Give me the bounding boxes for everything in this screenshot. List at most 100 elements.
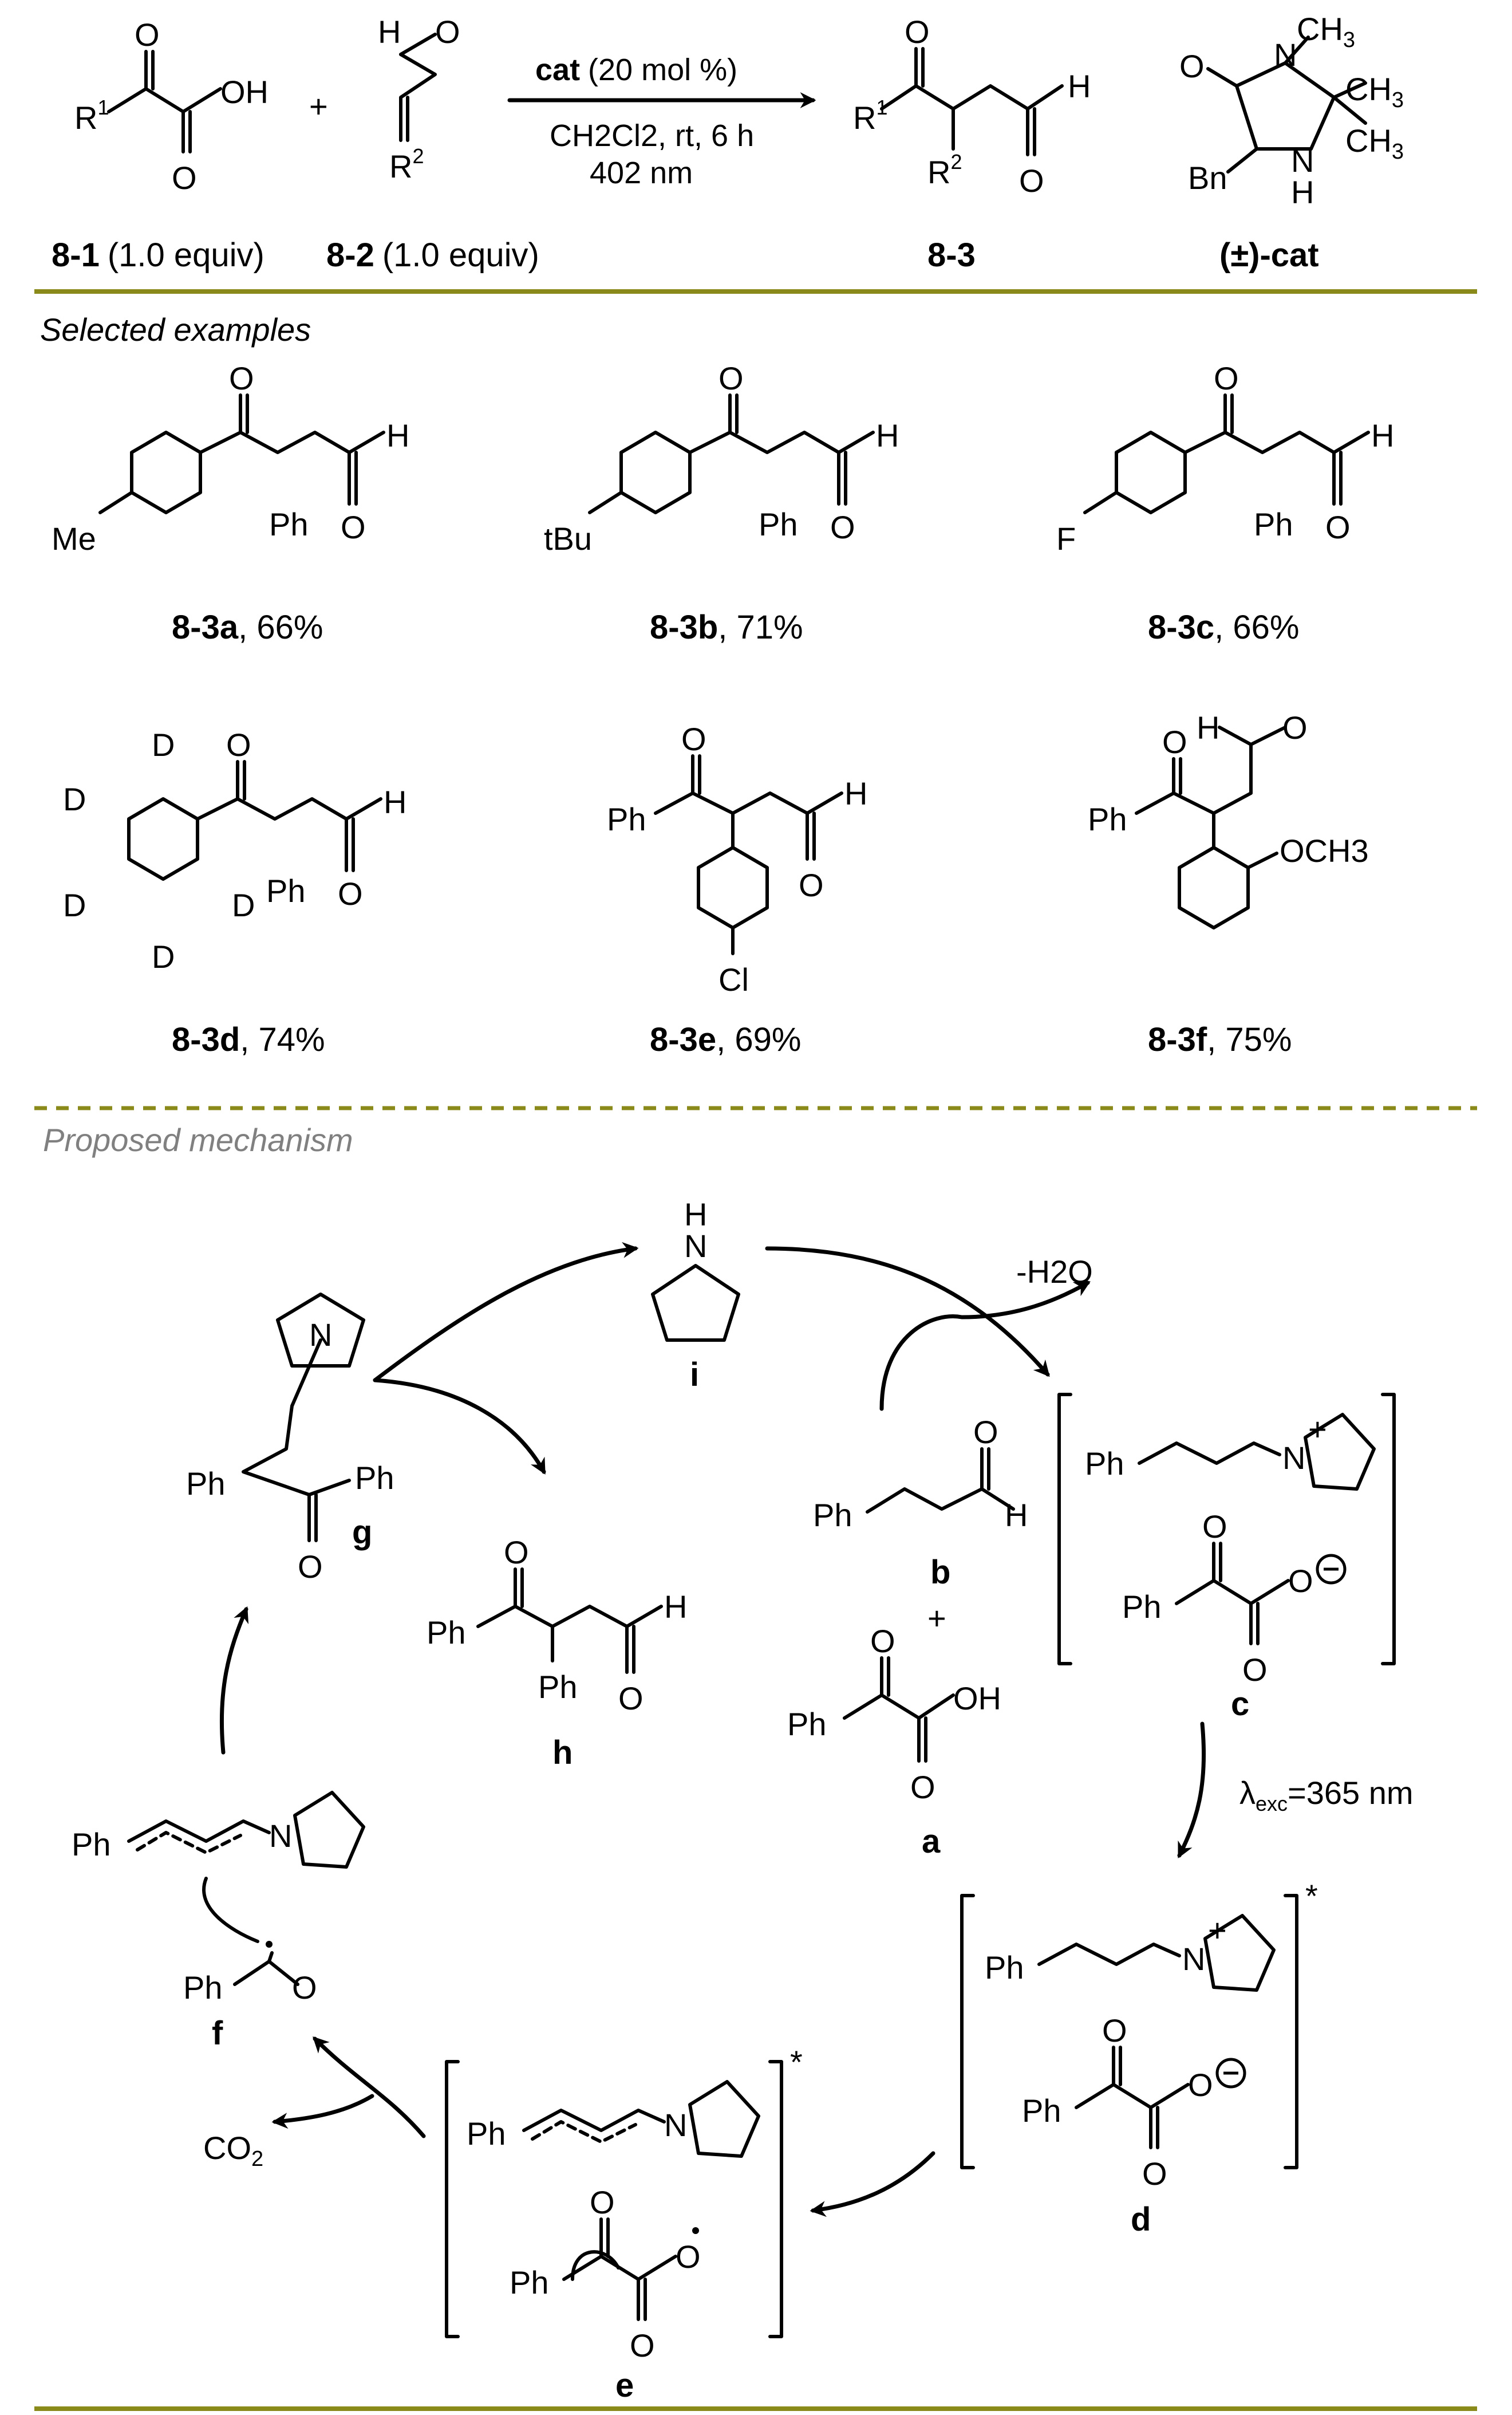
oxygen-atom: O	[973, 1414, 998, 1450]
phenyl-group: Ph	[538, 1669, 578, 1705]
catalyst-structure: O N CH3 CH3 CH3 N H Bn	[1179, 11, 1404, 210]
reagent-8-2-structure: H O R2	[378, 14, 460, 184]
aldehyde-h: H	[384, 784, 406, 820]
nitrogen-atom: N	[684, 1228, 707, 1264]
oh-group: OH	[953, 1680, 1001, 1716]
plus-sign: +	[309, 88, 328, 124]
oxygen-atom: O	[799, 867, 824, 903]
oxygen-atom: O	[338, 876, 363, 912]
enamine-g-structure: N Ph Ph O	[186, 1293, 394, 1585]
bottom-divider	[34, 2406, 1477, 2411]
nitrogen-atom: N	[1274, 37, 1297, 73]
phenyl-group: Ph	[427, 1614, 466, 1650]
nitrogen-cation: N	[1282, 1440, 1305, 1476]
example-8-3c-structure: O H O Ph F	[1056, 360, 1394, 557]
example-8-3f-structure: O H O Ph OCH3	[1088, 710, 1369, 929]
example-8-3b-structure: O H O Ph tBu	[544, 360, 899, 557]
radical-dot	[692, 2227, 699, 2234]
cycle-arrow	[313, 2036, 426, 2138]
deuterium-atom: D	[63, 887, 86, 923]
oxygen-atom: O	[341, 509, 366, 545]
electron-push-arrow	[571, 2250, 620, 2281]
oxygen-atom: O	[1019, 163, 1044, 199]
cinnamaldehyde-b-structure: Ph O H	[813, 1414, 1028, 1533]
section-divider	[34, 289, 1477, 294]
example-8-3a-label: 8-3a, 66%	[172, 609, 323, 646]
oxygen-atom: O	[435, 14, 460, 50]
aldehyde-h: H	[844, 775, 867, 811]
product-h-structure: O H O Ph Ph	[427, 1534, 687, 1716]
radical-coupling-arrow	[202, 1877, 259, 1943]
phenyl-group: Ph	[269, 506, 309, 542]
oxygen-atom: O	[1325, 509, 1351, 545]
methyl-group: CH3	[1345, 123, 1404, 164]
phenyl-group: Ph	[186, 1465, 226, 1502]
phenylglyoxylic-acid-a-structure: Ph O OH O	[787, 1623, 1001, 1805]
mechanism-heading: Proposed mechanism	[43, 1122, 353, 1158]
label-b: b	[930, 1554, 950, 1591]
aldehyde-h: H	[1005, 1497, 1028, 1533]
cycle-arrow	[765, 1246, 1050, 1377]
examples-heading: Selected examples	[40, 312, 311, 348]
phenyl-group: Ph	[787, 1706, 827, 1742]
phenyl-group: Ph	[1122, 1589, 1162, 1625]
phenyl-group: Ph	[510, 2264, 549, 2300]
cycle-arrow	[810, 2151, 935, 2217]
substituent-cl: Cl	[719, 962, 749, 998]
label-a: a	[922, 1823, 941, 1860]
catalyst-label: (±)-cat	[1219, 237, 1319, 274]
benzyl-group: Bn	[1188, 160, 1227, 196]
oxygen-atom: O	[292, 1969, 317, 2006]
aldehyde-h: H	[876, 417, 899, 454]
phenyl-group: Ph	[1254, 506, 1293, 542]
oxygen-atom: O	[719, 360, 744, 396]
excited-state-marker: *	[790, 2044, 803, 2080]
cycle-arrow	[373, 1378, 546, 1475]
oxygen-atom: O	[590, 2184, 615, 2220]
example-8-3f-label: 8-3f, 75%	[1148, 1021, 1292, 1058]
cycle-arrow	[373, 1242, 639, 1382]
example-8-3e-label: 8-3e, 69%	[650, 1021, 801, 1058]
light-condition: 402 nm	[590, 156, 693, 190]
nh-group: N	[1291, 143, 1314, 179]
phenyl-group: Ph	[1022, 2093, 1061, 2129]
label-c: c	[1231, 1685, 1249, 1723]
radical-pair-e-structure: * Ph N Ph O O O	[445, 2044, 803, 2363]
carboxyl-radical-oxygen: O	[676, 2239, 701, 2275]
plus-sign: +	[927, 1600, 946, 1636]
oxygen-atom: O	[905, 14, 930, 50]
phenyl-group: Ph	[355, 1460, 394, 1496]
catalyst-condition: cat(20 mol %)	[535, 53, 737, 87]
reaction-arrow: cat(20 mol %) CH2Cl2, rt, 6 h 402 nm	[507, 53, 816, 190]
nh-group: H	[1291, 174, 1314, 210]
phenyl-group: Ph	[72, 1826, 111, 1862]
r1-group: R1	[853, 96, 887, 136]
oxygen-atom: O	[135, 17, 160, 53]
nitrogen-atom: N	[269, 1818, 292, 1854]
deuterium-atom: D	[152, 939, 175, 975]
deuterium-atom: D	[63, 781, 86, 817]
oxygen-atom: O	[226, 727, 251, 763]
oxygen-atom: O	[630, 2327, 655, 2363]
label-h: h	[552, 1734, 573, 1771]
oxygen-atom: O	[830, 509, 855, 545]
label-g: g	[352, 1514, 372, 1551]
r1-group: R1	[74, 96, 109, 136]
pyrrolidine-i-structure: N H	[651, 1196, 740, 1342]
product-8-3-structure: O O H R1 R2	[853, 14, 1091, 199]
positive-charge: +	[1308, 1411, 1327, 1447]
cycle-arrow	[219, 1606, 249, 1755]
example-8-3d-structure: O H O Ph D D D D D	[63, 727, 406, 975]
oh-group: OH	[220, 74, 269, 110]
label-f: f	[212, 2015, 223, 2052]
methyl-group: CH3	[1297, 11, 1355, 52]
phenyl-group: Ph	[813, 1497, 852, 1533]
nh-h: H	[684, 1196, 707, 1232]
oxygen-atom: O	[298, 1549, 323, 1585]
solvent-condition: CH2Cl2, rt, 6 h	[550, 119, 754, 153]
carboxylate-oxygen: O	[1288, 1563, 1313, 1599]
excited-state-marker: *	[1305, 1878, 1318, 1914]
nitrogen-cation: N	[1182, 1941, 1205, 1977]
oxygen-atom: O	[1242, 1652, 1268, 1688]
